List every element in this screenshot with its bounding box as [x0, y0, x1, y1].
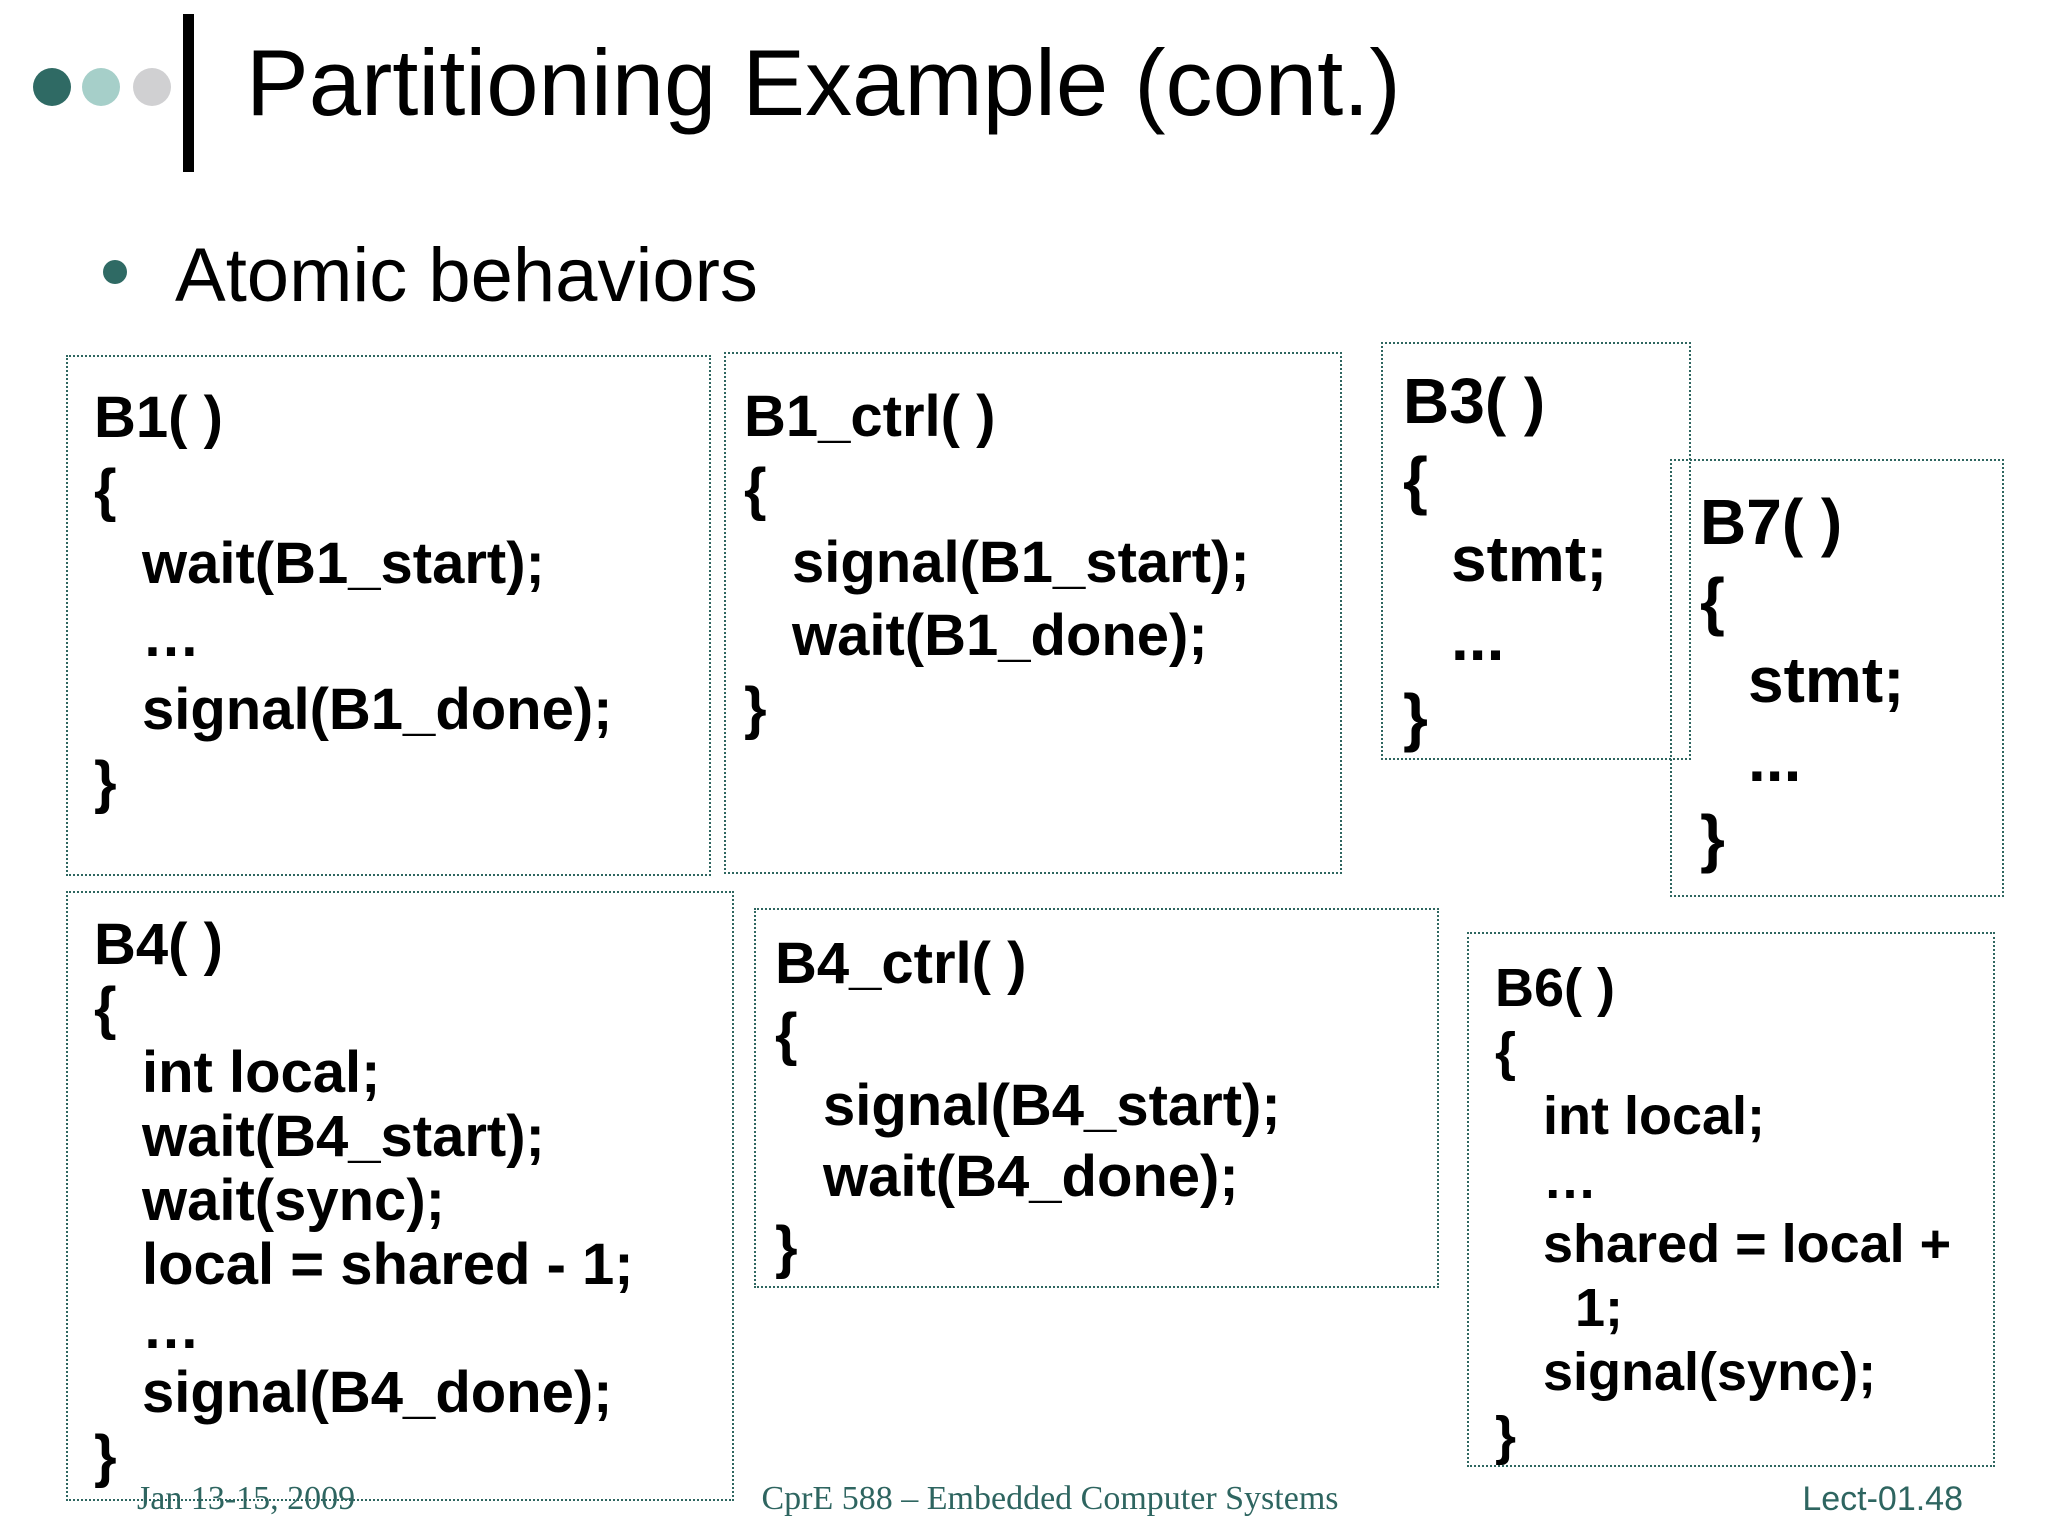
code-line: B1( )	[94, 385, 223, 450]
code-line: }	[1700, 802, 1725, 874]
code-line: }	[1495, 1406, 1517, 1466]
code-line: wait(sync);	[142, 1168, 445, 1233]
code-line: …	[142, 1296, 200, 1361]
code-line: }	[1403, 681, 1428, 753]
code-line: ...	[1748, 723, 1802, 795]
code-line: {	[1700, 565, 1725, 637]
code-box-b3: B3( ){ stmt;...}	[1381, 342, 1691, 760]
code-line: signal(B4_done);	[142, 1360, 613, 1425]
title-divider-bar	[183, 14, 194, 172]
code-line: B7( )	[1700, 486, 1843, 558]
code-line: B4( )	[94, 912, 223, 977]
code-line: wait(B1_start);	[142, 531, 545, 596]
code-line: signal(B1_done);	[142, 677, 613, 742]
code-line: stmt;	[1451, 523, 1608, 595]
code-line: {	[94, 458, 117, 523]
code-box-b1: B1( ) { wait(B1_start); … signal(B1_done);}	[66, 355, 711, 876]
footer-date: Jan 13-15, 2009	[137, 1480, 356, 1517]
code-line: B1_ctrl( )	[744, 384, 996, 449]
code-box-b4-ctrl: B4_ctrl( ){ signal(B4_start);wait(B4_done…	[754, 908, 1439, 1288]
code-line: shared = local +	[1543, 1214, 1952, 1274]
code-line: local = shared - 1;	[142, 1232, 634, 1297]
code-line: signal(B4_start);	[823, 1073, 1281, 1138]
page-title: Partitioning Example (cont.)	[246, 30, 1401, 135]
code-line: 1;	[1575, 1278, 1624, 1338]
code-box-b4: B4( ){ int local;wait(B4_start);wait(sync…	[66, 891, 734, 1501]
code-line: ...	[1451, 602, 1505, 674]
deco-circle-light-teal	[82, 68, 120, 106]
bullet-text: Atomic behaviors	[175, 233, 758, 318]
code-line: …	[1543, 1150, 1597, 1210]
code-line: {	[775, 1002, 798, 1067]
code-line: {	[1403, 444, 1428, 516]
code-line: {	[1495, 1022, 1517, 1082]
code-box-b6: B6( ){ int local;…shared = local +1;signa…	[1467, 932, 1995, 1467]
code-line: }	[775, 1215, 798, 1280]
code-line: int local;	[1543, 1086, 1766, 1146]
deco-circle-gray	[133, 68, 171, 106]
footer-lecture-number: Lect-01.48	[1802, 1480, 1963, 1518]
code-line: B4_ctrl( )	[775, 931, 1027, 996]
code-line: }	[94, 1424, 117, 1489]
code-box-b1-ctrl: B1_ctrl( ) { signal(B1_start); wait(B1_done…	[724, 352, 1342, 874]
code-line: B6( )	[1495, 958, 1615, 1018]
code-line: {	[94, 976, 117, 1041]
code-line: B3( )	[1403, 365, 1546, 437]
code-line: }	[94, 750, 117, 815]
code-line: signal(sync);	[1543, 1342, 1877, 1402]
code-line: signal(B1_start);	[792, 530, 1250, 595]
footer-course-title: CprE 588 – Embedded Computer Systems	[761, 1480, 1339, 1517]
code-line: }	[744, 676, 767, 741]
deco-circle-dark-teal	[33, 68, 71, 106]
code-line: wait(B1_done);	[792, 603, 1208, 668]
bullet-dot-icon	[103, 260, 127, 284]
code-line: wait(B4_done);	[823, 1144, 1239, 1209]
code-line: …	[142, 604, 200, 669]
code-box-b7: B7( ){ stmt;...}	[1670, 459, 2004, 897]
code-line: int local;	[142, 1040, 381, 1105]
code-line: stmt;	[1748, 644, 1905, 716]
code-line: {	[744, 457, 767, 522]
code-line: wait(B4_start);	[142, 1104, 545, 1169]
